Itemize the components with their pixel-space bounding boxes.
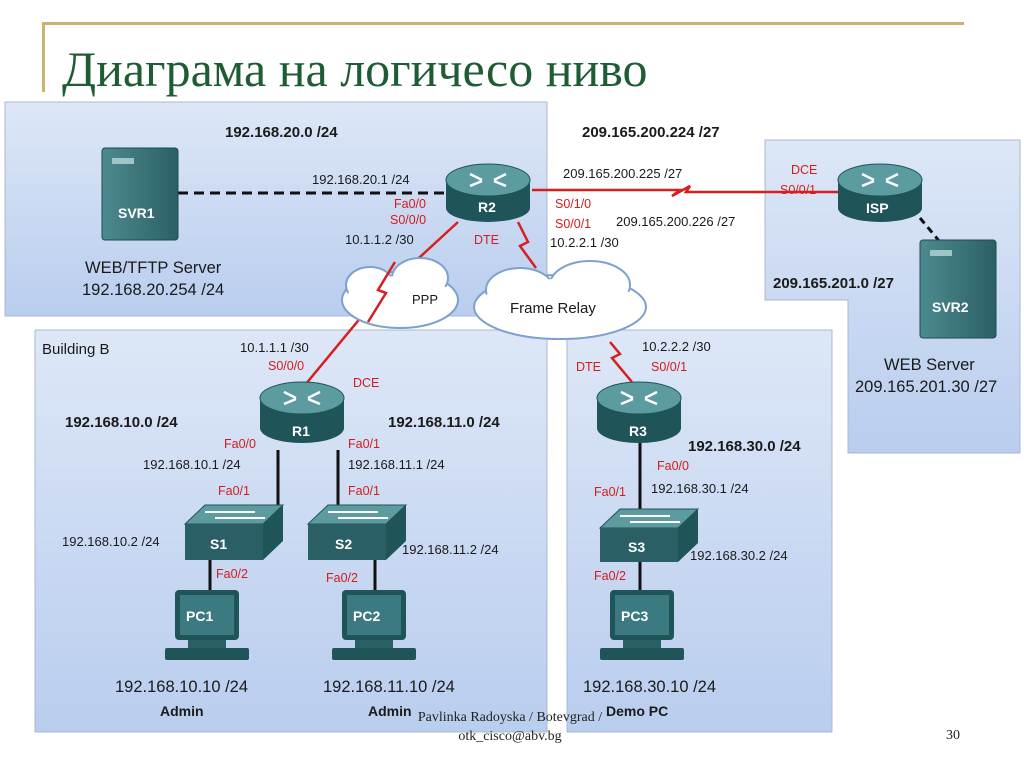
switch-s2-icon: S2: [306, 504, 408, 560]
r1-fa00: Fa0/0: [224, 437, 256, 451]
page-title: Диаграма на логичесо ниво: [62, 41, 648, 97]
r2-name: R2: [478, 199, 496, 215]
s3-ip: 192.168.30.2 /24: [690, 548, 788, 563]
svr1-name: SVR1: [118, 205, 155, 221]
svr2-ip: 209.165.201.30 /27: [855, 378, 997, 396]
footer-line-1: Pavlinka Radoyska / Botevgrad /: [417, 710, 603, 725]
pc2-role: Admin: [368, 703, 412, 719]
building-b-label: Building B: [42, 341, 110, 358]
s1-name: S1: [210, 536, 227, 552]
isp-dce: DCE: [791, 163, 817, 177]
r3-fa00: Fa0/0: [657, 459, 689, 473]
r3-name: R3: [629, 423, 647, 439]
router-r2-icon: R2: [445, 163, 531, 222]
s3-name: S3: [628, 539, 645, 555]
router-isp-icon: ISP: [837, 163, 923, 222]
s1-fa01: Fa0/1: [218, 484, 250, 498]
s3-fa02: Fa0/2: [594, 569, 626, 583]
server-svr2-icon: SVR2: [919, 239, 997, 339]
isp-name: ISP: [866, 200, 889, 216]
pc1-name: PC1: [186, 608, 213, 624]
net-10-label: 192.168.10.0 /24: [65, 414, 178, 431]
r1-fa00-ip: 192.168.10.1 /24: [143, 457, 241, 472]
r1-dce: DCE: [353, 376, 379, 390]
link-r2-isp: [532, 184, 838, 198]
svr2-role: WEB Server: [884, 356, 975, 374]
switch-s1-icon: S1: [183, 504, 285, 560]
server-svr1-icon: SVR1: [101, 147, 179, 241]
s1-fa02: Fa0/2: [216, 567, 248, 581]
net-11-label: 192.168.11.0 /24: [388, 414, 500, 431]
r1-fa01: Fa0/1: [348, 437, 380, 451]
router-r1-icon: R1: [259, 381, 345, 443]
r2-s001-ip: 10.2.2.1 /30: [550, 235, 619, 250]
net-30-label: 192.168.30.0 /24: [688, 438, 801, 455]
r3-fa00-ip: 192.168.30.1 /24: [651, 481, 749, 496]
r1-fa01-ip: 192.168.11.1 /24: [348, 457, 445, 472]
s1-ip: 192.168.10.2 /24: [62, 534, 160, 549]
s2-name: S2: [335, 536, 352, 552]
pc1-role: Admin: [160, 703, 204, 719]
router-r3-icon: R3: [596, 381, 682, 443]
ppp-label: PPP: [412, 292, 438, 307]
r2-s000-ip: 10.1.1.2 /30: [345, 232, 414, 247]
footer-line-2: otk_cisco@abv.bg: [458, 729, 562, 744]
pc3-name: PC3: [621, 608, 648, 624]
r1-s000: S0/0/0: [268, 359, 304, 373]
r2-s010-ip: 209.165.200.225 /27: [563, 166, 682, 181]
link-r2-frame-relay: [516, 221, 538, 269]
s2-fa02: Fa0/2: [326, 571, 358, 585]
r2-s010: S0/1/0: [555, 197, 591, 211]
pc3-role: Demo PC: [606, 703, 668, 719]
top-network-label: 192.168.20.0 /24: [225, 124, 338, 141]
isp-s001: S0/0/1: [780, 183, 816, 197]
footer-author: Pavlinka Radoyska / Botevgrad / otk_cisc…: [360, 708, 660, 746]
pc2-icon: PC2: [332, 590, 416, 660]
svr2-name: SVR2: [932, 299, 969, 315]
s2-ip: 192.168.11.2 /24: [402, 542, 499, 557]
r1-name: R1: [292, 423, 310, 439]
link-isp-svr2: [918, 217, 942, 243]
switch-s3-icon: S3: [598, 508, 700, 562]
r1-s000-ip: 10.1.1.1 /30: [240, 340, 309, 355]
isp-lan-label: 209.165.201.0 /27: [773, 275, 894, 292]
frame-left-line: [42, 22, 45, 92]
svr1-role: WEB/TFTP Server: [85, 259, 222, 277]
r2-s000: S0/0/0: [390, 213, 426, 227]
page-number: 30: [946, 728, 960, 743]
pc1-ip: 192.168.10.10 /24: [115, 678, 248, 696]
r2-fa00: Fa0/0: [394, 197, 426, 211]
pc2-name: PC2: [353, 608, 380, 624]
svr1-ip: 192.168.20.254 /24: [82, 281, 224, 299]
pc2-ip: 192.168.11.10 /24: [323, 678, 455, 696]
ppp-cloud: PPP: [341, 257, 459, 329]
isp-s001-ip: 209.165.200.226 /27: [616, 214, 735, 229]
s3-fa01: Fa0/1: [594, 485, 626, 499]
pc1-icon: PC1: [165, 590, 249, 660]
r2-fa00-ip: 192.168.20.1 /24: [312, 172, 410, 187]
s2-fa01: Fa0/1: [348, 484, 380, 498]
r3-s001-ip: 10.2.2.2 /30: [642, 339, 711, 354]
pc3-icon: PC3: [600, 590, 684, 660]
r2-dte: DTE: [474, 233, 499, 247]
r2-s001: S0/0/1: [555, 217, 591, 231]
isp-network-label: 209.165.200.224 /27: [582, 124, 720, 141]
pc3-ip: 192.168.30.10 /24: [583, 678, 716, 696]
r3-s001: S0/0/1: [651, 360, 687, 374]
frame-relay-cloud: Frame Relay: [473, 260, 647, 340]
area-isp: [764, 139, 1021, 454]
r3-dte: DTE: [576, 360, 601, 374]
frame-relay-label: Frame Relay: [510, 300, 596, 317]
frame-top-line: [42, 22, 964, 25]
link-frame-relay-r3: [609, 341, 633, 383]
